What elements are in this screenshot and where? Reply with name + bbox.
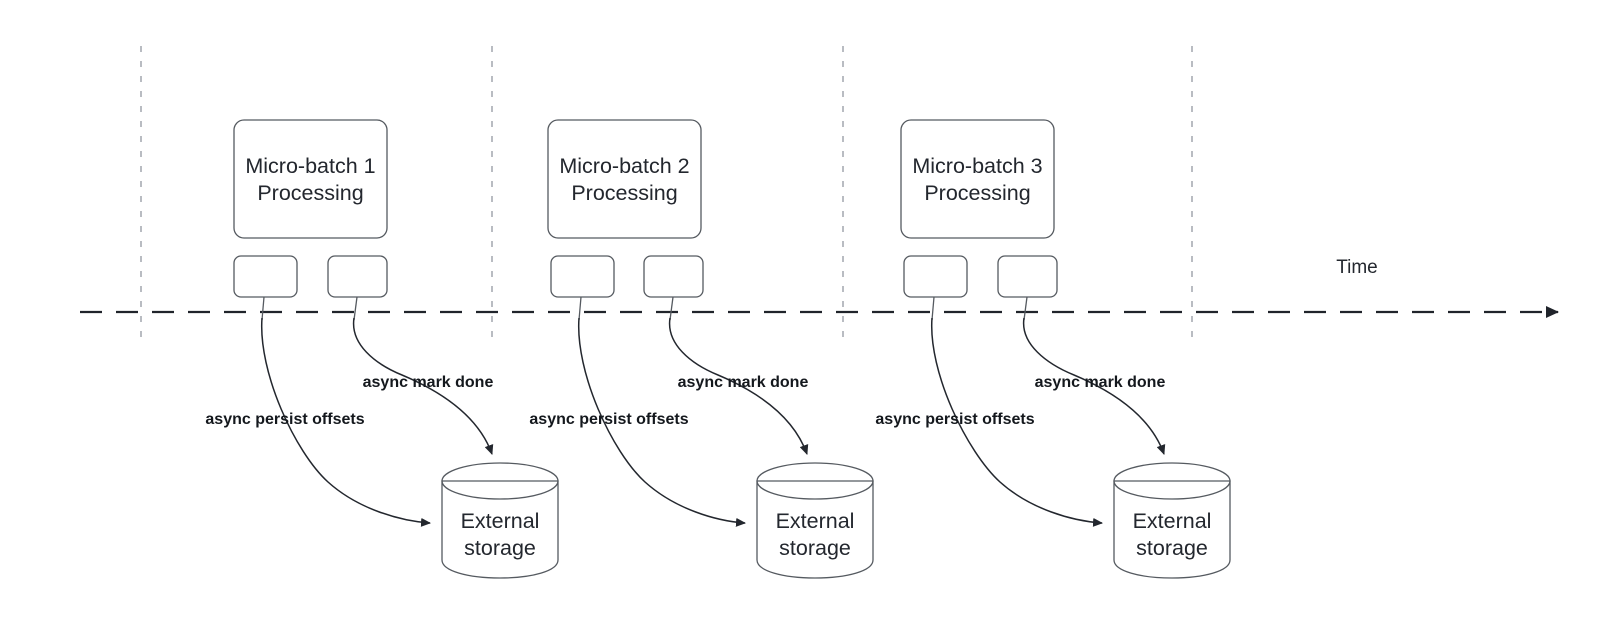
async-persist-offsets-label-2: async persist offsets xyxy=(529,411,688,428)
external-storage-cylinder-1[interactable]: External storage xyxy=(441,462,559,579)
tick-box-1a[interactable] xyxy=(233,255,298,298)
group-1: Micro-batch 1 Processing async persist o… xyxy=(205,119,559,579)
cylinder-2-body xyxy=(756,480,874,579)
cylinder-3-body xyxy=(1113,480,1231,579)
external-storage-label-2-line2: storage xyxy=(779,536,851,560)
micro-batch-box-2[interactable]: Micro-batch 2 Processing xyxy=(547,119,702,239)
group-3: Micro-batch 3 Processing async persist o… xyxy=(875,119,1231,579)
micro-batch-box-3-line2: Processing xyxy=(924,181,1030,205)
cylinder-1-body xyxy=(441,480,559,579)
tick-box-1b-stub xyxy=(353,296,358,321)
micro-batch-box-3-rect xyxy=(900,119,1055,239)
micro-batch-box-2-rect xyxy=(547,119,702,239)
tick-box-3b[interactable] xyxy=(997,255,1058,298)
async-mark-done-arrow-1 xyxy=(352,317,494,455)
external-storage-cylinder-3[interactable]: External storage xyxy=(1113,462,1231,579)
async-persist-offsets-arrow-1 xyxy=(261,317,431,527)
tick-box-3a[interactable] xyxy=(903,255,968,298)
cylinder-3-top xyxy=(1113,462,1231,500)
async-persist-offsets-label-1: async persist offsets xyxy=(205,411,364,428)
async-mark-done-label-1: async mark done xyxy=(363,374,494,391)
external-storage-label-3-line2: storage xyxy=(1136,536,1208,560)
tick-box-1a-stub xyxy=(261,296,265,321)
cylinder-1-top xyxy=(441,462,559,500)
micro-batch-box-1-rect xyxy=(233,119,388,239)
async-mark-done-label-2: async mark done xyxy=(678,374,809,391)
tick-box-2a[interactable] xyxy=(550,255,615,298)
async-mark-done-label-3: async mark done xyxy=(1035,374,1166,391)
tick-box-2b-stub xyxy=(669,296,674,321)
vertical-guides xyxy=(140,46,1193,342)
async-persist-offsets-arrow-3 xyxy=(931,317,1103,527)
tick-box-3b-stub xyxy=(1023,296,1028,321)
external-storage-label-3-line1: External xyxy=(1133,509,1212,533)
micro-batch-box-1[interactable]: Micro-batch 1 Processing xyxy=(233,119,388,239)
micro-batch-box-3-line1: Micro-batch 3 xyxy=(912,154,1042,178)
async-mark-done-arrow-2 xyxy=(668,317,809,455)
external-storage-label-1-line1: External xyxy=(461,509,540,533)
time-axis: Time xyxy=(80,257,1559,318)
external-storage-label-1-line2: storage xyxy=(464,536,536,560)
micro-batch-box-2-line2: Processing xyxy=(571,181,677,205)
async-persist-offsets-arrow-2 xyxy=(578,317,746,527)
micro-batch-box-2-line1: Micro-batch 2 xyxy=(559,154,689,178)
tick-box-3a-stub xyxy=(931,296,935,321)
cylinder-2-top xyxy=(756,462,874,500)
async-mark-done-arrow-3 xyxy=(1022,317,1166,455)
external-storage-cylinder-2[interactable]: External storage xyxy=(756,462,874,579)
micro-batch-box-1-line1: Micro-batch 1 xyxy=(245,154,375,178)
tick-box-2b[interactable] xyxy=(643,255,704,298)
micro-batch-box-3[interactable]: Micro-batch 3 Processing xyxy=(900,119,1055,239)
time-axis-label: Time xyxy=(1336,257,1378,278)
tick-box-2a-stub xyxy=(578,296,582,321)
external-storage-label-2-line1: External xyxy=(776,509,855,533)
async-persist-offsets-label-3: async persist offsets xyxy=(875,411,1034,428)
micro-batch-box-1-line2: Processing xyxy=(257,181,363,205)
tick-box-1b[interactable] xyxy=(327,255,388,298)
group-2: Micro-batch 2 Processing async persist o… xyxy=(529,119,874,579)
